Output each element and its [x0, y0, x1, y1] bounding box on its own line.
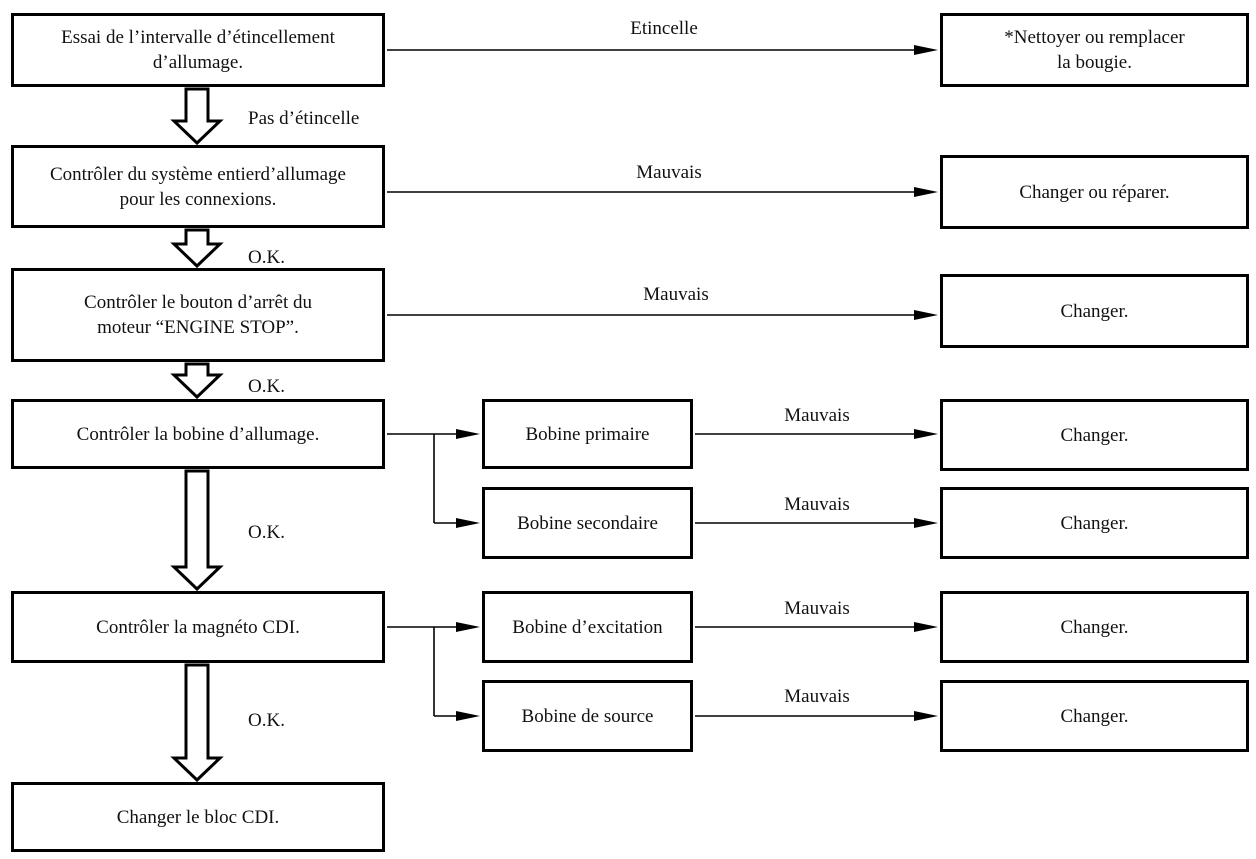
- step-check-cdi-magneto: Contrôler la magnéto CDI.: [11, 591, 385, 663]
- step-check-connections: Contrôler du système entierd’allumage pou…: [11, 145, 385, 228]
- check-label: Bobine d’excitation: [512, 616, 663, 638]
- branch-label-spark: Etincelle: [630, 18, 698, 39]
- flow-label-ok: O.K.: [248, 376, 285, 397]
- arrowhead: [456, 429, 480, 439]
- result-change-primary: Changer.: [940, 399, 1249, 471]
- branch-label-bad: Mauvais: [643, 284, 709, 305]
- step-line: moteur “ENGINE STOP”.: [97, 317, 299, 338]
- step-replace-cdi-unit: Changer le bloc CDI.: [11, 782, 385, 852]
- check-source-coil: Bobine de source: [482, 680, 693, 752]
- branch-label-bad: Mauvais: [784, 494, 850, 515]
- result-clean-or-replace-plug: *Nettoyer ou remplacer la bougie.: [940, 13, 1249, 87]
- result-line: Changer.: [1060, 300, 1129, 322]
- branch-label-bad: Mauvais: [636, 162, 702, 183]
- step-line: Contrôler du système entierd’allumage: [50, 163, 346, 185]
- arrowhead: [914, 429, 938, 439]
- result-change-engine-stop: Changer.: [940, 274, 1249, 348]
- flow-label-no-spark: Pas d’étincelle: [248, 108, 360, 129]
- result-change-secondary: Changer.: [940, 487, 1249, 559]
- check-label: Bobine secondaire: [517, 512, 658, 534]
- result-line: Changer.: [1060, 424, 1129, 446]
- check-label: Bobine de source: [521, 705, 654, 727]
- branch-label-bad: Mauvais: [784, 598, 850, 619]
- result-line: *Nettoyer ou remplacer: [1004, 27, 1185, 48]
- flow-label-ok: O.K.: [248, 247, 285, 268]
- arrowhead: [914, 310, 938, 320]
- step-line: Contrôler la magnéto CDI.: [96, 616, 300, 638]
- result-line: Changer.: [1060, 616, 1129, 638]
- down-arrow: [170, 87, 224, 146]
- step-line: pour les connexions.: [119, 188, 277, 210]
- result-line: Changer ou réparer.: [1019, 181, 1170, 203]
- arrowhead: [914, 518, 938, 528]
- branch-label-bad: Mauvais: [784, 405, 850, 426]
- arrowhead: [456, 711, 480, 721]
- step-spark-gap-test: Essai de l’intervalle d’étincellement d’a…: [11, 13, 385, 87]
- flow-label-ok: O.K.: [248, 710, 285, 731]
- step-line: Essai de l’intervalle d’étincellement: [61, 27, 335, 48]
- down-arrow: [170, 663, 224, 783]
- down-arrow: [170, 362, 224, 400]
- check-primary-coil: Bobine primaire: [482, 399, 693, 469]
- check-secondary-coil: Bobine secondaire: [482, 487, 693, 559]
- result-change-source: Changer.: [940, 680, 1249, 752]
- arrowhead: [914, 187, 938, 197]
- check-exciter-coil: Bobine d’excitation: [482, 591, 693, 663]
- arrowhead: [914, 45, 938, 55]
- branch-label-bad: Mauvais: [784, 686, 850, 707]
- arrowhead: [456, 518, 480, 528]
- step-line: Contrôler la bobine d’allumage.: [76, 423, 320, 445]
- arrowhead: [914, 622, 938, 632]
- result-line: la bougie.: [1057, 52, 1132, 73]
- step-line: d’allumage.: [152, 52, 244, 73]
- step-check-engine-stop: Contrôler le bouton d’arrêt du moteur “EN…: [11, 268, 385, 362]
- result-change-exciter: Changer.: [940, 591, 1249, 663]
- arrowhead: [456, 622, 480, 632]
- flow-label-ok: O.K.: [248, 522, 285, 543]
- step-line: Changer le bloc CDI.: [116, 806, 280, 828]
- result-line: Changer.: [1060, 512, 1129, 534]
- result-line: Changer.: [1060, 705, 1129, 727]
- down-arrow: [170, 469, 224, 592]
- check-label: Bobine primaire: [525, 423, 650, 445]
- arrowhead: [914, 711, 938, 721]
- step-line: Contrôler le bouton d’arrêt du: [84, 292, 312, 313]
- step-check-ignition-coil: Contrôler la bobine d’allumage.: [11, 399, 385, 469]
- result-change-or-repair: Changer ou réparer.: [940, 155, 1249, 229]
- down-arrow: [170, 228, 224, 269]
